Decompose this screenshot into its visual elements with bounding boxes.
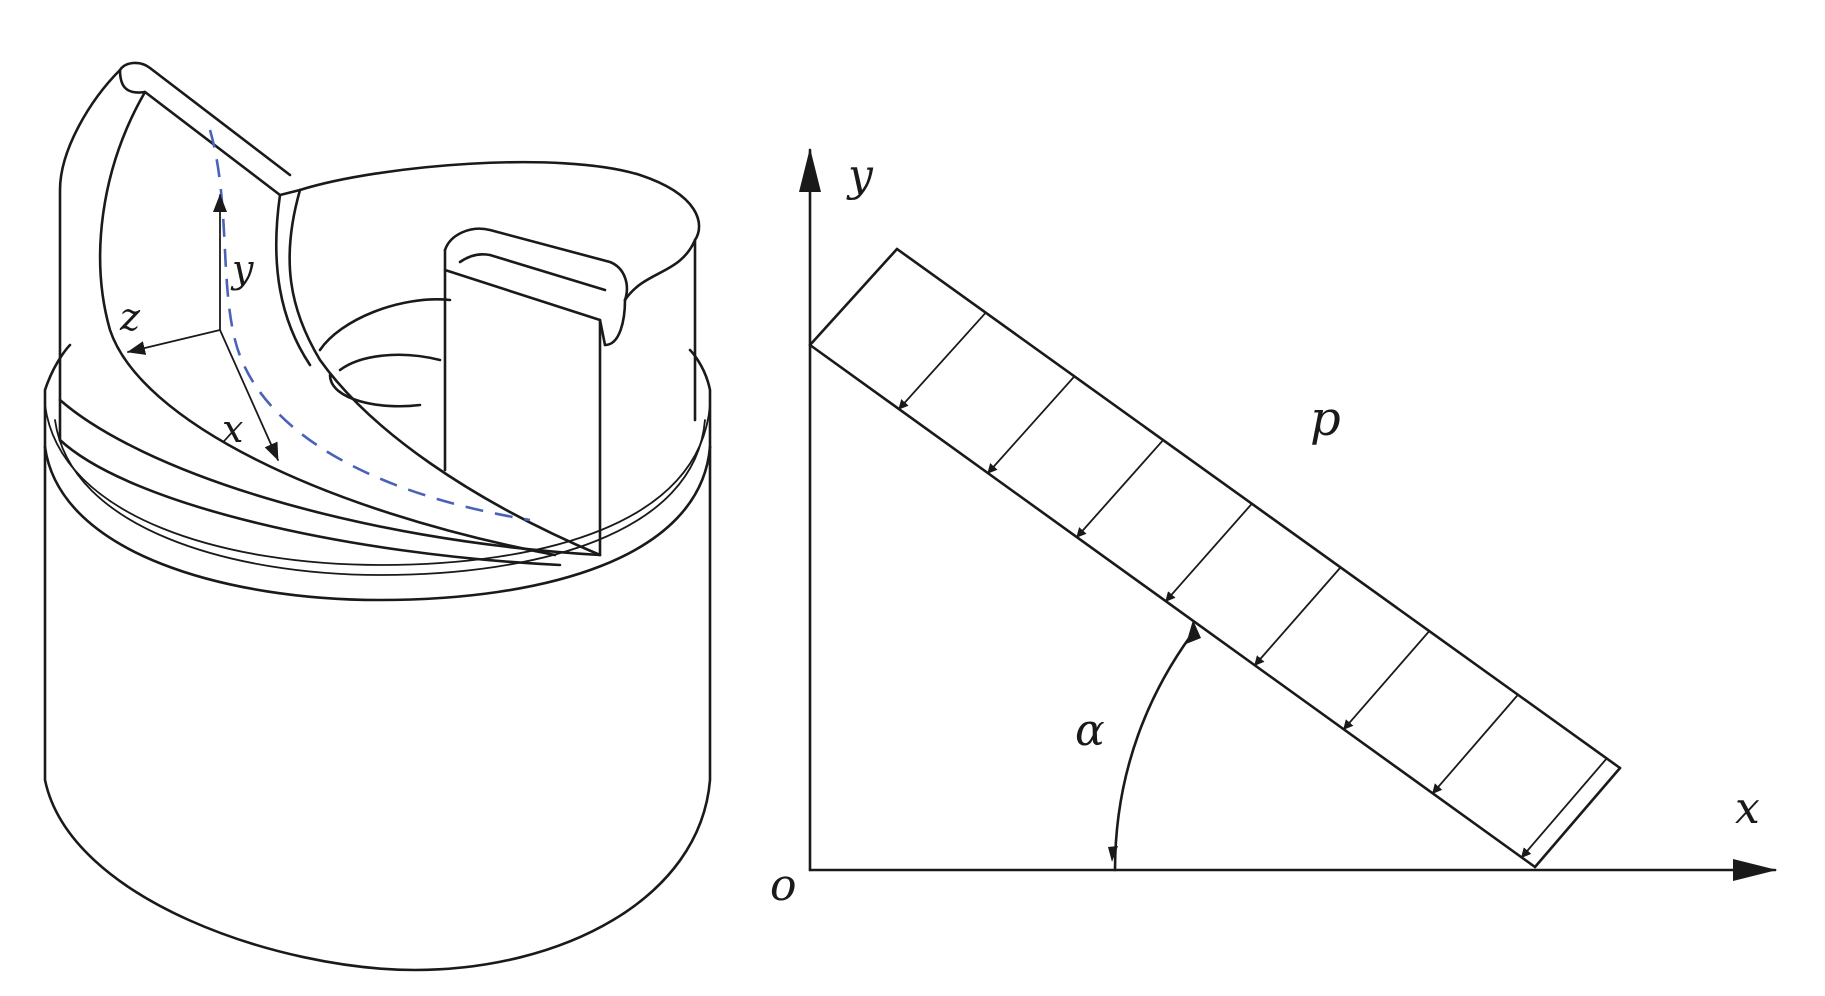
pressure-arrow — [1520, 757, 1608, 859]
part-3d-drawing: y z x — [43, 61, 712, 972]
hub — [298, 160, 701, 408]
pressure-arrows — [898, 311, 1608, 859]
origin-label: o — [770, 860, 797, 911]
local-x-axis-arrow — [219, 329, 279, 461]
pressure-label: p — [1310, 391, 1341, 447]
angle-arc — [1113, 628, 1197, 872]
angle-arc-arrowhead-start — [1108, 846, 1118, 862]
local-z-axis-arrow — [127, 329, 221, 355]
load-block-top-edge — [895, 247, 1622, 770]
pressure-arrow — [1164, 502, 1253, 603]
inclined-surface — [808, 343, 1537, 869]
local-z-label: z — [119, 295, 141, 339]
angle-arc-arrowhead — [1186, 620, 1201, 644]
local-x-label: x — [222, 407, 243, 451]
local-axes — [127, 194, 279, 461]
curved-blade — [58, 61, 602, 567]
pressure-arrow — [1253, 566, 1342, 667]
wall-block — [443, 227, 697, 557]
pressure-arrow — [1431, 693, 1519, 795]
pressure-arrow — [987, 375, 1076, 474]
y-axis-label: y — [846, 150, 874, 201]
pressure-arrow — [1342, 630, 1431, 731]
cylinder-base — [43, 343, 712, 972]
pressure-diagram: y x o p α — [770, 148, 1777, 911]
x-axis-label: x — [1735, 783, 1760, 834]
load-block-left-edge — [808, 247, 899, 347]
pressure-arrow — [898, 311, 987, 410]
pressure-arrow — [1075, 439, 1165, 539]
local-y-label: y — [230, 247, 254, 291]
load-block-right-edge — [1533, 766, 1622, 869]
angle-label: α — [1075, 705, 1105, 756]
